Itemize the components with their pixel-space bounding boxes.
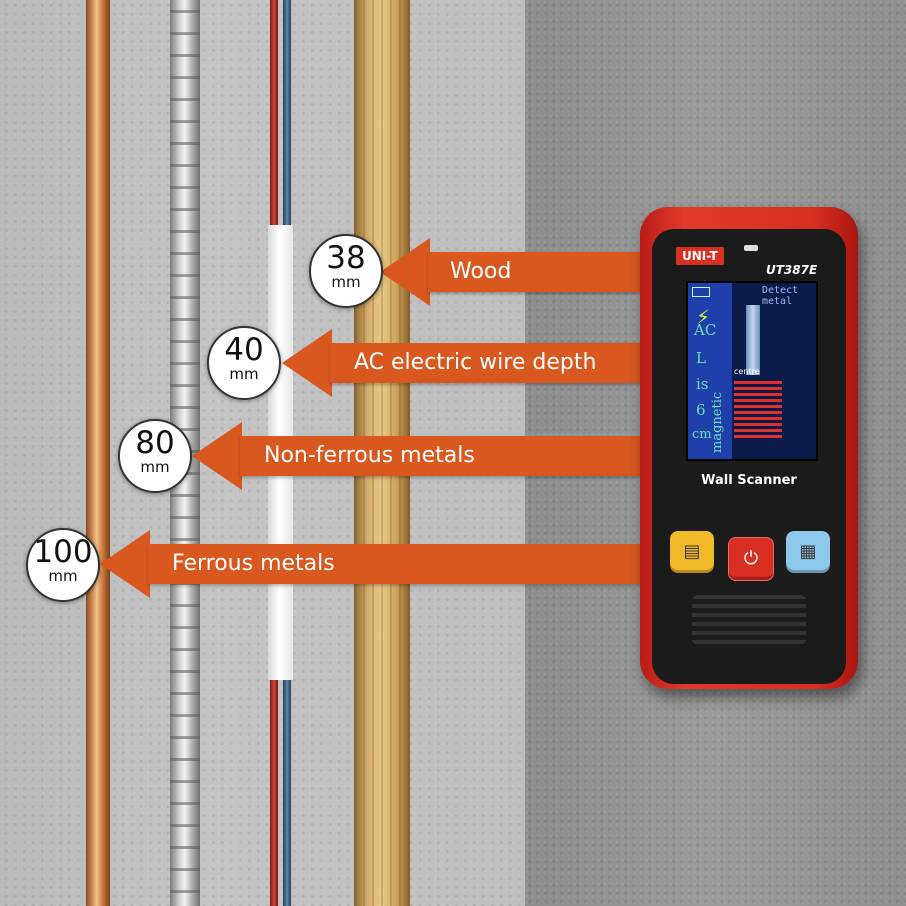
readout-l: L [696, 349, 706, 367]
detect-line1: Detect [762, 285, 799, 296]
metal-mode-button[interactable]: ▦ [786, 531, 830, 573]
depth-badge-wood: 38 mm [309, 234, 383, 308]
depth-value: 100 [33, 534, 93, 570]
depth-badge-non-ferrous: 80 mm [118, 419, 192, 493]
arrow-ac-wire: AC electric wire depth [282, 329, 642, 397]
depth-value: 38 [326, 240, 366, 276]
depth-badge-ac-wire: 40 mm [207, 326, 281, 400]
arrow-wood: Wood [380, 238, 642, 306]
arrow-ferrous: Ferrous metals [100, 530, 642, 598]
arrow-shaft [330, 343, 642, 383]
arrow-head [192, 422, 242, 490]
depth-unit: mm [229, 365, 259, 383]
device-screen: ⚡ AC L is 6 cm magnetic Detect metal cen… [686, 281, 818, 461]
screen-sidebar [688, 283, 732, 459]
power-icon: ⏻ [743, 548, 759, 569]
centre-label: centre [734, 367, 760, 376]
detect-line2: metal [762, 296, 793, 307]
device-sensor [744, 245, 758, 251]
target-beam [746, 305, 760, 375]
battery-icon [692, 287, 710, 297]
power-button[interactable]: ⏻ [728, 537, 774, 581]
wire-mode-icon: ▤ [683, 541, 701, 562]
depth-value: 40 [224, 332, 264, 368]
depth-unit: mm [48, 567, 78, 585]
readout-is: is [696, 375, 709, 393]
depth-unit: mm [140, 458, 170, 476]
depth-value: 80 [135, 425, 175, 461]
model-label: UT387E [766, 263, 818, 277]
arrow-shaft [148, 544, 642, 584]
keypad: ▤ ⏻ ▦ [666, 515, 832, 585]
arrow-label-non-ferrous: Non-ferrous metals [264, 443, 475, 468]
arrow-shaft [240, 436, 642, 476]
speaker-grille [692, 595, 806, 645]
depth-unit: mm [331, 273, 361, 291]
brand-logo: UNI-T [676, 247, 724, 265]
copper-pipe [86, 0, 110, 906]
arrow-shaft [428, 252, 642, 292]
metal-mode-icon: ▦ [799, 541, 817, 562]
depth-badge-ferrous: 100 mm [26, 528, 100, 602]
mode-magnetic: magnetic [710, 391, 725, 453]
detect-metal-text: Detect metal [762, 285, 798, 307]
arrow-label-ac-wire: AC electric wire depth [354, 350, 597, 375]
readout-cm: cm [692, 427, 712, 442]
arrow-non-ferrous: Non-ferrous metals [192, 422, 642, 490]
wall-scanner-device: UNI-T UT387E ⚡ AC L is 6 cm magnetic Det… [640, 207, 858, 689]
arrow-label-wood: Wood [450, 259, 512, 284]
device-face: UNI-T UT387E ⚡ AC L is 6 cm magnetic Det… [652, 229, 846, 684]
arrow-head [100, 530, 150, 598]
arrow-head [282, 329, 332, 397]
wire-mode-button[interactable]: ▤ [670, 531, 714, 573]
product-name: Wall Scanner [701, 473, 797, 488]
readout-ac: AC [694, 321, 717, 339]
arrow-head [380, 238, 430, 306]
arrow-label-ferrous: Ferrous metals [172, 551, 335, 576]
depth-ruler [734, 381, 782, 441]
voltage-bolt-icon: ⚡ [696, 305, 711, 329]
readout-6: 6 [696, 401, 706, 419]
